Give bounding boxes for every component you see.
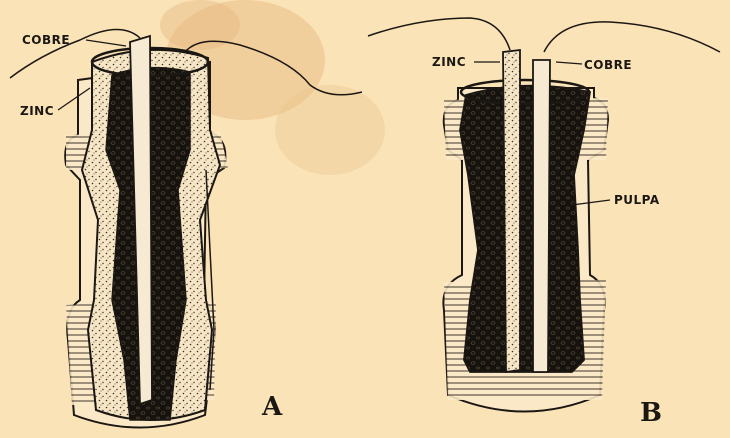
wire-b-zinc	[368, 18, 510, 50]
figure-letter-a: A	[262, 392, 282, 422]
label-cobre-b: COBRE	[584, 58, 632, 72]
copper-rod-b	[533, 60, 550, 372]
label-pulpa-b: PULPA	[614, 193, 660, 207]
label-cobre-a: COBRE	[22, 33, 70, 47]
pulp-b	[460, 86, 590, 372]
battery-b	[368, 18, 720, 412]
label-zinc-b: ZINC	[432, 55, 466, 69]
zinc-rod-b	[503, 50, 520, 372]
figure-letter-b: B	[640, 398, 662, 428]
label-zinc-a: ZINC	[20, 104, 54, 118]
wire-b-copper	[544, 22, 720, 52]
